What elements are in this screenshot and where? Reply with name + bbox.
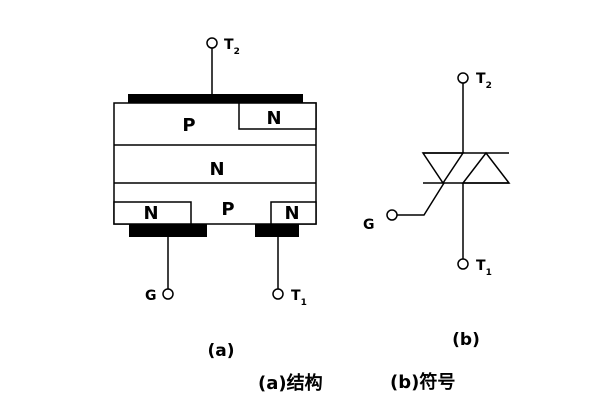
gate-terminal-circle [162,288,174,300]
t1-metal-contact [255,224,299,237]
symbol-t1-label: T1 [476,258,492,278]
top-metal-contact [128,94,303,103]
top-n-region [238,102,317,130]
middle-n-label: N [209,159,224,180]
symbol-left-triangle [421,152,465,185]
structure-caption: (a)结构 [258,372,323,394]
bottom-p-label: P [221,199,234,220]
triac-symbol [386,72,511,270]
top-p-label: P [182,115,195,136]
top-n-label: N [266,108,281,129]
symbol-gate-circle [386,209,398,221]
symbol-gate-lead [397,182,445,216]
bottom-right-n-label: N [284,203,299,224]
symbol-panel-label: (b) [452,330,480,350]
structure-panel-label: (a) [207,341,234,361]
t2-label: T2 [224,37,240,57]
symbol-gate-label: G [363,217,375,233]
t1-label: T1 [291,288,307,308]
symbol-t1-circle [457,258,469,270]
symbol-t2-circle [457,72,469,84]
t2-terminal-circle [206,37,218,49]
bottom-left-n-label: N [143,203,158,224]
t1-terminal-circle [272,288,284,300]
gate-label: G [145,288,157,304]
symbol-caption: (b)符号 [390,371,455,393]
symbol-right-triangle [461,151,511,184]
symbol-t2-label: T2 [476,71,492,91]
gate-metal-contact [129,224,207,237]
triac-structure [113,37,317,300]
